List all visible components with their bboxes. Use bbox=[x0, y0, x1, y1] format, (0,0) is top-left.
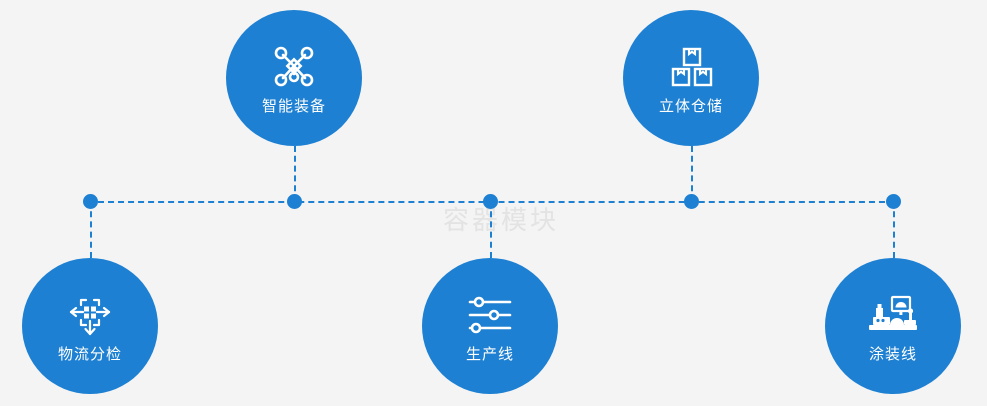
module-card-stereoscopic-warehouse[interactable]: 立体仓储 bbox=[623, 10, 759, 146]
spine-node-production-line[interactable] bbox=[483, 194, 498, 209]
module-card-painting-line[interactable]: 涂装线 bbox=[825, 258, 961, 394]
module-label-stereoscopic-warehouse: 立体仓储 bbox=[658, 97, 723, 115]
module-label-painting-line: 涂装线 bbox=[868, 345, 917, 363]
connector-stereoscopic-warehouse bbox=[691, 146, 693, 201]
spine-node-stereoscopic-warehouse[interactable] bbox=[684, 194, 699, 209]
connector-logistics-sorting bbox=[90, 201, 92, 258]
network-nodes-icon bbox=[268, 43, 320, 91]
module-label-production-line: 生产线 bbox=[465, 345, 514, 363]
module-label-logistics-sorting: 物流分检 bbox=[57, 345, 122, 363]
module-card-logistics-sorting[interactable]: 物流分检 bbox=[22, 258, 158, 394]
watermark-text: 容器模块 bbox=[443, 205, 560, 235]
module-card-intelligent-equipment[interactable]: 智能装备 bbox=[226, 10, 362, 146]
spine-node-intelligent-equipment[interactable] bbox=[287, 194, 302, 209]
spine-node-logistics-sorting[interactable] bbox=[83, 194, 98, 209]
connector-intelligent-equipment bbox=[294, 146, 296, 201]
paint-booth-icon bbox=[867, 291, 919, 339]
stacked-boxes-icon bbox=[665, 43, 717, 91]
spine-node-painting-line[interactable] bbox=[886, 194, 901, 209]
connector-painting-line bbox=[893, 201, 895, 258]
connector-production-line bbox=[490, 201, 492, 258]
module-label-intelligent-equipment: 智能装备 bbox=[261, 97, 326, 115]
sliders-icon bbox=[464, 291, 516, 339]
sorting-arrows-icon bbox=[64, 291, 116, 339]
module-card-production-line[interactable]: 生产线 bbox=[422, 258, 558, 394]
